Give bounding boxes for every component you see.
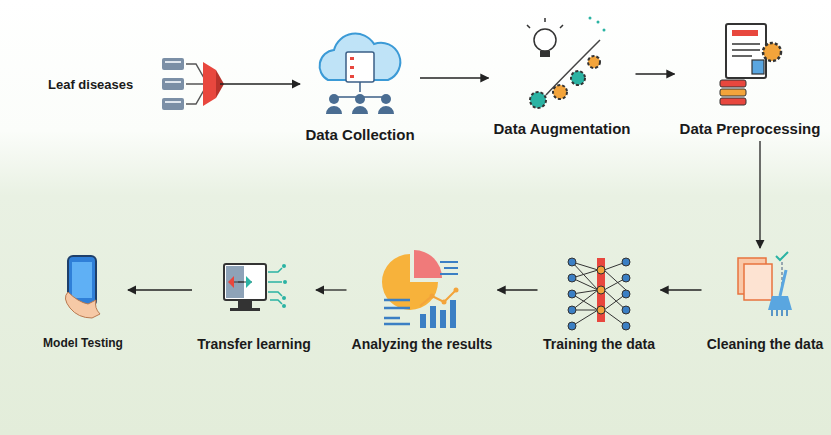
flow-arrow [128, 289, 192, 290]
chart-icon [382, 250, 459, 328]
flow-arrow [661, 289, 702, 290]
server-icon [162, 58, 224, 110]
source-node: Leaf diseases [48, 52, 218, 116]
flow-arrow [759, 141, 760, 248]
step-node: Data Preprocessing [677, 16, 824, 139]
document-gear-icon [720, 24, 781, 105]
step-label: Data Preprocessing [677, 120, 824, 137]
phone-icon [65, 256, 100, 318]
bulb-gears-icon [527, 17, 606, 109]
step-label: Analyzing the results [349, 336, 496, 352]
step-label: Model Testing [40, 336, 126, 350]
cloud-icon [320, 34, 401, 114]
step-node: Analyzing the results [349, 250, 496, 354]
flow-arrow [420, 77, 489, 78]
step-label: Training the data [540, 336, 659, 352]
step-node: Model Testing [40, 250, 126, 352]
flow-arrow [220, 83, 300, 84]
step-node: Training the data [540, 250, 659, 354]
step-node: Transfer learning [194, 250, 314, 354]
step-node: Cleaning the data [704, 250, 827, 354]
broom-icon [738, 252, 792, 316]
flow-arrow [316, 289, 347, 290]
step-label: Cleaning the data [704, 336, 827, 352]
flow-arrow [636, 73, 675, 74]
neural-net-icon [568, 258, 630, 330]
step-label: Leaf diseases [48, 77, 133, 92]
transfer-icon [224, 264, 287, 311]
step-node: Data Augmentation [491, 14, 634, 139]
step-node: Data Collection [302, 26, 418, 145]
step-label: Data Collection [302, 126, 418, 143]
step-label: Data Augmentation [491, 120, 634, 137]
flow-arrow [498, 289, 538, 290]
step-label: Transfer learning [194, 336, 314, 352]
